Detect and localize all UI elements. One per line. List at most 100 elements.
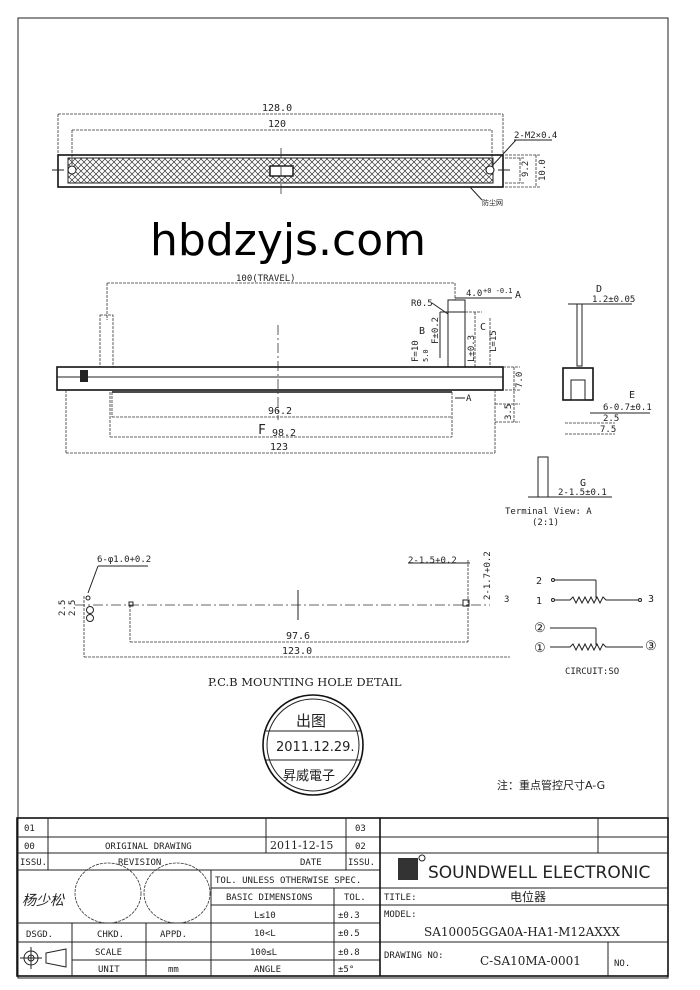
rev-00-desc: ORIGINAL DRAWING	[105, 842, 192, 852]
tol-value-4: ±5°	[338, 965, 354, 975]
rev-00-no: 00	[24, 842, 35, 852]
travel-dim: 100(TRAVEL)	[236, 274, 296, 284]
label-g: G	[580, 478, 586, 489]
note: 注：重点管控尺寸A-G	[497, 778, 605, 792]
slider-body-side	[56, 366, 504, 391]
label-c: C	[480, 322, 486, 333]
dim-5: 5.0	[422, 349, 430, 362]
dim-10-0: 10.0	[538, 159, 548, 181]
chkd-label: CHKD.	[97, 930, 124, 940]
pin-2-circled: ②	[534, 621, 546, 636]
rev-01-no: 01	[24, 824, 35, 834]
header-issu-2: ISSU.	[348, 858, 375, 868]
dim-123-0: 123.0	[282, 646, 312, 657]
label-e: E	[629, 390, 635, 401]
terminal-marker	[80, 370, 88, 382]
company-logo	[398, 854, 426, 880]
arrow-a-label: A	[466, 394, 472, 404]
unit-value: mm	[168, 965, 179, 975]
rev-00-date: 2011-12-15	[270, 839, 333, 852]
dim-96-2: 96.2	[268, 406, 292, 417]
slider-knob	[447, 299, 466, 368]
g-dim: 2-1.5±0.1	[558, 488, 607, 498]
knob-width-dim: 4.0	[466, 289, 482, 299]
slider-knob-slot	[269, 165, 294, 177]
release-stamp: 出图 2011.12.29. 昇威電子	[262, 694, 364, 796]
label-a: A	[515, 290, 521, 301]
scale-label: SCALE	[95, 948, 122, 958]
approve-stamp	[143, 862, 211, 924]
dim-9-2: 9.2	[521, 161, 531, 177]
stamp-top: 出图	[296, 712, 326, 730]
slot2-label: 2-1.7+0.2	[483, 551, 493, 600]
terminal-view-label: Terminal View: A	[505, 507, 592, 517]
mount-hole-right	[485, 165, 495, 175]
tol-range-4: ANGLE	[254, 965, 281, 975]
watermark: hbdzyjs.com	[150, 215, 426, 266]
f-tol: F±0.2	[431, 317, 441, 344]
circuit-diagram: 2 1 3 ② ① ③ CIRCUIT:SO	[534, 576, 657, 677]
drawing-no-label: DRAWING NO:	[384, 951, 444, 961]
basic-dims-label: BASIC DIMENSIONS	[226, 893, 313, 903]
dim-7-5: 7.5	[600, 425, 616, 435]
pin-1-circled: ①	[534, 641, 546, 656]
model-label: MODEL:	[384, 910, 417, 920]
l-dim: L=15	[489, 330, 499, 352]
title-value: 电位器	[510, 889, 546, 904]
side-view: 100(TRAVEL) 4.0 +0 -0.1 A R0.5 B F=10 F±…	[56, 274, 525, 454]
label-b: B	[419, 326, 425, 337]
designer-signature: 杨少松	[22, 893, 65, 909]
drawing-no-value: C-SA10MA-0001	[480, 954, 581, 968]
sheet-frame	[17, 17, 669, 979]
label-f: F	[258, 423, 266, 438]
dsgd-label: DSGD.	[26, 930, 53, 940]
unit-label: UNIT	[98, 965, 120, 975]
header-issu: ISSU.	[20, 858, 47, 868]
end-body	[562, 367, 594, 401]
tol-range-3: 100≤L	[250, 948, 277, 958]
dust-cover-label: 防尘网	[482, 198, 503, 207]
pin-3-circled: ③	[645, 639, 657, 654]
dim-7-0: 7.0	[515, 372, 525, 388]
header-date: DATE	[300, 858, 322, 868]
circuit-label: CIRCUIT:SO	[565, 667, 619, 677]
dim-3: 3	[504, 595, 509, 605]
radius-label: R0.5	[411, 299, 433, 309]
tol-header: TOL. UNLESS OTHERWISE SPEC.	[215, 876, 361, 886]
top-view: 128.0 120 2-M2×0.4 9.2 10.0 防尘网	[52, 103, 557, 207]
dim-120: 120	[268, 119, 286, 130]
l-tol: L±0.3	[467, 335, 477, 362]
d-dim: 1.2±0.05	[592, 295, 635, 305]
appd-label: APPD.	[160, 930, 187, 940]
holes-label: 6-φ1.0+0.2	[97, 555, 151, 565]
end-view: D 1.2±0.05 E 6-0.7±0.1 2.5 7.5 G 2-1.5±0…	[505, 284, 652, 528]
model-value: SA10005GGA0A-HA1-M12AXXX	[424, 925, 620, 939]
terminal-detail	[537, 456, 549, 498]
tol-value-3: ±0.8	[338, 948, 360, 958]
terminal-view-scale: (2:1)	[532, 518, 559, 528]
title-block: 01 03 00 ORIGINAL DRAWING 2011-12-15 02 …	[16, 817, 669, 977]
pin-2: 2	[536, 576, 542, 587]
f-dim: F=10	[411, 340, 421, 362]
pin-1: 1	[536, 596, 542, 607]
pcb-hole-detail: 6-φ1.0+0.2 97.6 123.0 2-1.5+0.2 2-1.7+0.…	[58, 551, 510, 689]
knob-width-tolerance: +0 -0.1	[483, 287, 513, 295]
knob-outline-start	[99, 314, 114, 368]
rev-01-issu: 03	[355, 824, 366, 834]
pcb-title: P.C.B MOUNTING HOLE DETAIL	[208, 675, 402, 689]
dim-2-5a: 2.5	[58, 600, 68, 616]
stamp-bottom: 昇威電子	[283, 769, 335, 784]
thread-label: 2-M2×0.4	[514, 131, 557, 141]
company-name: SOUNDWELL ELECTRONIC	[428, 863, 650, 883]
tol-value-2: ±0.5	[338, 929, 360, 939]
stamp-date: 2011.12.29.	[276, 740, 355, 755]
label-d: D	[596, 284, 602, 295]
mount-hole-left	[67, 165, 77, 175]
slider-body-top	[57, 154, 504, 188]
check-stamp	[74, 862, 142, 924]
dim-3-5: 3.5	[504, 404, 514, 420]
tol-value-1: ±0.3	[338, 911, 360, 921]
no-label: NO.	[614, 959, 630, 969]
header-revision: REVISION	[118, 858, 161, 868]
